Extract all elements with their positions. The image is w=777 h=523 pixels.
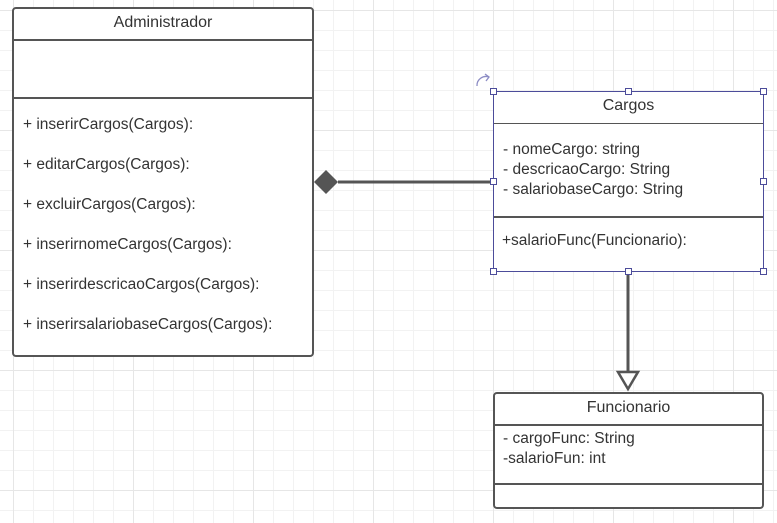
operations-compartment bbox=[495, 485, 762, 505]
attributes-compartment: - nomeCargo: string - descricaoCargo: St… bbox=[494, 124, 763, 218]
operation: + inserirnomeCargos(Cargos): bbox=[23, 236, 232, 253]
funcionario-class[interactable]: Funcionario - cargoFunc: String -salario… bbox=[493, 392, 764, 509]
operation: + inserirdescricaoCargos(Cargos): bbox=[23, 276, 260, 293]
attributes-compartment: - cargoFunc: String -salarioFun: int bbox=[495, 426, 762, 485]
attribute: -salarioFun: int bbox=[503, 450, 606, 467]
cargos-class[interactable]: Cargos - nomeCargo: string - descricaoCa… bbox=[493, 91, 764, 272]
composition-diamond-icon bbox=[314, 170, 338, 194]
resize-handle-top[interactable] bbox=[625, 88, 632, 95]
resize-handle-bottom-left[interactable] bbox=[490, 268, 497, 275]
attribute: - salariobaseCargo: String bbox=[503, 181, 684, 198]
operation: + inserirCargos(Cargos): bbox=[23, 116, 194, 133]
class-name: Funcionario bbox=[495, 394, 762, 426]
attribute: - cargoFunc: String bbox=[503, 430, 635, 447]
operations-compartment: + inserirCargos(Cargos): + editarCargos(… bbox=[14, 99, 312, 347]
class-name: Administrador bbox=[14, 9, 312, 41]
operation: + inserirsalariobaseCargos(Cargos): bbox=[23, 316, 273, 333]
operation: + excluirCargos(Cargos): bbox=[23, 196, 196, 213]
rotate-handle-icon[interactable] bbox=[476, 73, 490, 87]
generalization-arrow-icon bbox=[615, 370, 641, 392]
operation: +salarioFunc(Funcionario): bbox=[502, 232, 687, 249]
resize-handle-bottom-right[interactable] bbox=[760, 268, 767, 275]
resize-handle-top-left[interactable] bbox=[490, 88, 497, 95]
resize-handle-top-right[interactable] bbox=[760, 88, 767, 95]
operation: + editarCargos(Cargos): bbox=[23, 156, 190, 173]
administrador-class[interactable]: Administrador + inserirCargos(Cargos): +… bbox=[12, 7, 314, 357]
attributes-compartment bbox=[14, 41, 312, 99]
resize-handle-left[interactable] bbox=[490, 178, 497, 185]
attribute: - nomeCargo: string bbox=[503, 141, 640, 158]
attribute: - descricaoCargo: String bbox=[503, 161, 671, 178]
resize-handle-bottom[interactable] bbox=[625, 268, 632, 275]
resize-handle-right[interactable] bbox=[760, 178, 767, 185]
generalization-connector[interactable] bbox=[615, 272, 641, 392]
operations-compartment: +salarioFunc(Funcionario): bbox=[494, 218, 763, 250]
class-name: Cargos bbox=[494, 92, 763, 124]
composition-connector[interactable] bbox=[314, 170, 493, 194]
